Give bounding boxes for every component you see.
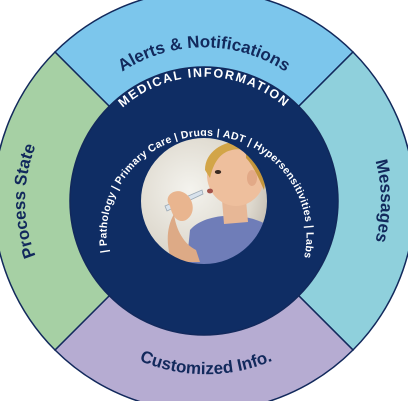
photo-frame bbox=[139, 136, 269, 266]
